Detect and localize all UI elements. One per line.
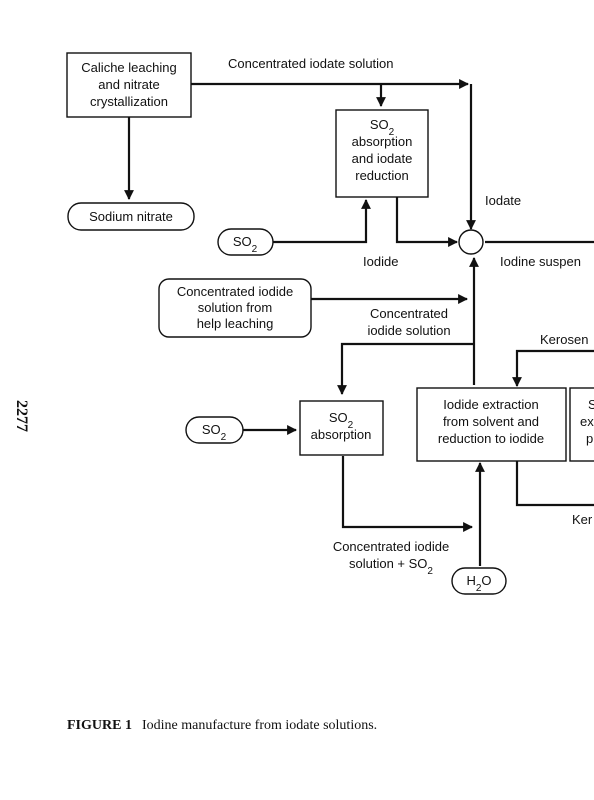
- label-iodide: Iodide: [363, 254, 398, 269]
- arrow-iodide-to-junction: [395, 197, 458, 247]
- arrow-absorption-to-concentrated-iodide: [341, 456, 473, 532]
- partial-line-1: S: [588, 397, 594, 412]
- label-conc-iodide-1: Concentrated: [370, 306, 448, 321]
- caliche-line-3: crystallization: [90, 94, 168, 109]
- absorb-reduce-line-3: and iodate: [352, 151, 413, 166]
- help-leaching-line-2: solution from: [198, 300, 272, 315]
- sodium-nitrate-label: Sodium nitrate: [89, 209, 173, 224]
- caliche-leaching-box: Caliche leaching and nitrate crystalliza…: [66, 52, 192, 118]
- iodide-extraction-box: Iodide extraction from solvent and reduc…: [416, 387, 567, 462]
- page-number: 2277: [13, 400, 30, 432]
- so2-absorption-line-1: SO2: [329, 410, 354, 431]
- arrow-iodide-solution-to-so2-absorption: [337, 342, 474, 395]
- so2-top-label: SO2: [233, 234, 258, 255]
- arrow-so2-to-absorption: [273, 199, 371, 244]
- h2o-label: H2O: [466, 573, 491, 594]
- partial-line-2: ex: [580, 414, 594, 429]
- so2-absorption-box: SO2 absorption: [299, 400, 384, 456]
- label-conc-iodide-so2-1: Concentrated iodide: [333, 539, 449, 554]
- figure-caption-text: Iodine manufacture from iodate solutions…: [141, 718, 378, 733]
- flow-labels: Concentrated iodate solution Iodate Iodi…: [228, 56, 593, 577]
- h2o-node: H2O: [451, 567, 507, 595]
- mixing-junction: [458, 229, 484, 255]
- sodium-nitrate-node: Sodium nitrate: [67, 202, 195, 231]
- connections: [124, 79, 594, 566]
- extraction-line-1: Iodide extraction: [443, 397, 538, 412]
- so2-absorption-line-2: absorption: [311, 427, 372, 442]
- absorb-reduce-line-4: reduction: [355, 168, 408, 183]
- so2-bottom-label: SO2: [202, 422, 227, 443]
- so2-absorption-iodate-reduction-box: SO2 absorption and iodate reduction: [335, 109, 429, 198]
- partial-right-box: S ex p: [569, 387, 594, 462]
- label-kerosene-bottom: Ker: [572, 512, 593, 527]
- figure-caption: FIGURE 1 Iodine manufacture from iodate s…: [67, 718, 377, 734]
- caliche-line-2: and nitrate: [98, 77, 159, 92]
- help-leaching-line-3: help leaching: [197, 316, 274, 331]
- absorb-reduce-line-2: absorption: [352, 134, 413, 149]
- label-concentrated-iodate: Concentrated iodate solution: [228, 56, 394, 71]
- label-kerosene-top: Kerosen: [540, 332, 588, 347]
- line-extraction-to-kerosene: [515, 461, 594, 507]
- label-iodine-suspension: Iodine suspen: [500, 254, 581, 269]
- so2-top-node: SO2: [217, 228, 274, 256]
- label-conc-iodide-so2-2: solution + SO2: [349, 556, 433, 577]
- extraction-line-3: reduction to iodide: [438, 431, 544, 446]
- label-conc-iodide-2: iodide solution: [367, 323, 450, 338]
- extraction-line-2: from solvent and: [443, 414, 539, 429]
- help-leaching-node: Concentrated iodide solution from help l…: [158, 278, 312, 338]
- help-leaching-line-1: Concentrated iodide: [177, 284, 293, 299]
- figure-label: FIGURE 1: [67, 718, 132, 733]
- caliche-line-1: Caliche leaching: [81, 60, 176, 75]
- label-iodate: Iodate: [485, 193, 521, 208]
- so2-bottom-node: SO2: [185, 416, 244, 444]
- absorb-reduce-line-1: SO2: [370, 117, 395, 138]
- partial-line-3: p: [586, 431, 593, 446]
- arrow-kerosene-to-partial: [512, 349, 594, 387]
